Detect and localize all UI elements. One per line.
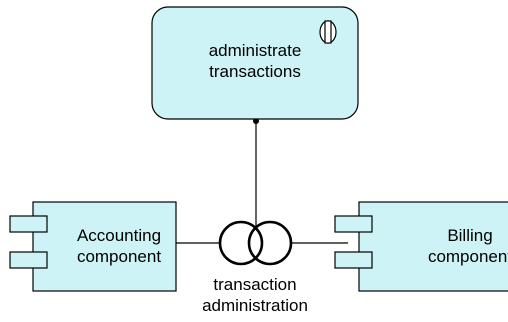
component-icon xyxy=(334,215,373,233)
interaction-label-line2: administration xyxy=(202,296,308,315)
function-label: administrate transactions xyxy=(152,40,358,82)
component-icon xyxy=(9,251,48,269)
accounting-label: Accounting component xyxy=(62,225,176,267)
application-function-icon xyxy=(319,20,337,44)
billing-label: Billing component xyxy=(395,225,508,267)
accounting-component-node[interactable] xyxy=(9,201,177,292)
function-label-line1: administrate xyxy=(208,41,302,60)
component-icon xyxy=(334,251,373,269)
billing-component-node[interactable] xyxy=(334,201,508,292)
accounting-label-line2: component xyxy=(76,247,162,266)
application-interaction-icon[interactable] xyxy=(218,220,293,266)
function-label-line2: transactions xyxy=(209,62,301,81)
function-node[interactable] xyxy=(151,6,359,120)
interaction-label: transaction administration xyxy=(180,274,330,316)
component-icon xyxy=(9,215,48,233)
interaction-label-line1: transaction xyxy=(213,275,297,294)
billing-label-line1: Billing xyxy=(447,226,493,245)
billing-label-line2: component xyxy=(427,247,508,266)
accounting-label-line1: Accounting xyxy=(76,226,162,245)
